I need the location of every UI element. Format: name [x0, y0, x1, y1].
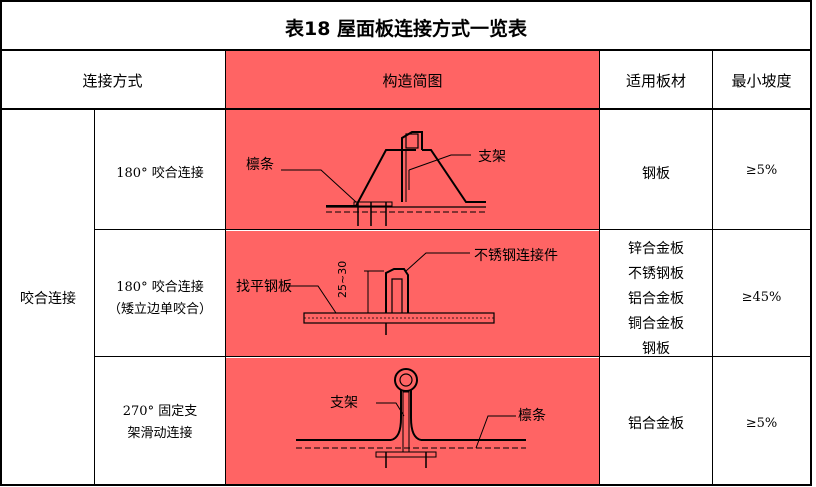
row2-material-2: 不锈钢板	[628, 266, 684, 282]
row2-separator	[94, 356, 812, 357]
diagram2-label-leveling-plate: 找平钢板	[236, 279, 292, 295]
border-top	[0, 0, 812, 2]
title-separator	[0, 49, 812, 51]
col-slope-left	[712, 50, 713, 485]
row1-method: 180° 咬合连接	[116, 166, 204, 181]
row3-method-line2: 架滑动连接	[127, 426, 193, 441]
row2-material-3: 铝合金板	[628, 291, 684, 307]
row1-separator	[94, 229, 812, 230]
row3-slope: ≥5%	[745, 416, 778, 431]
diagram-270-sliding-seam	[296, 368, 526, 468]
border-bottom	[0, 484, 812, 486]
diagram1-label-bracket: 支架	[478, 149, 506, 165]
diagram2-dimension: 25~30	[336, 260, 349, 298]
border-right	[810, 0, 812, 486]
col-diagram-right	[599, 50, 600, 485]
row2-method-line2: （矮立边单咬合）	[107, 302, 212, 317]
diagram3-label-bracket: 支架	[330, 395, 358, 411]
table-title: 表18 屋面板连接方式一览表	[284, 18, 528, 40]
header-slope: 最小坡度	[731, 72, 792, 90]
header-diagram: 构造简图	[382, 72, 443, 90]
row2-slope: ≥45%	[741, 290, 782, 305]
diagram3-label-purlin: 檩条	[518, 408, 546, 424]
header-material: 适用板材	[625, 72, 686, 90]
col-group-divider	[94, 109, 95, 485]
row2-material-5: 钢板	[642, 341, 670, 357]
diagram-cell-2	[226, 231, 599, 357]
row2-method-line1: 180° 咬合连接	[116, 280, 204, 295]
diagram1-label-purlin: 檩条	[246, 157, 274, 173]
col-diagram-left	[225, 50, 226, 485]
border-left	[0, 0, 2, 486]
row3-material: 铝合金板	[628, 416, 684, 432]
diagram-180-seam	[281, 131, 486, 226]
row2-material-1: 锌合金板	[628, 241, 684, 257]
group-label: 咬合连接	[20, 291, 76, 307]
diagram-low-standing-seam	[288, 252, 495, 335]
header-connection: 连接方式	[82, 72, 143, 90]
header-separator	[0, 108, 812, 110]
row1-slope: ≥5%	[745, 163, 778, 178]
diagram2-label-connector: 不锈钢连接件	[474, 248, 558, 264]
row2-material-4: 铜合金板	[628, 316, 684, 332]
row1-material: 钢板	[642, 166, 670, 182]
row3-method-line1: 270° 固定支	[122, 404, 198, 419]
header-diagram-cell	[226, 50, 599, 109]
